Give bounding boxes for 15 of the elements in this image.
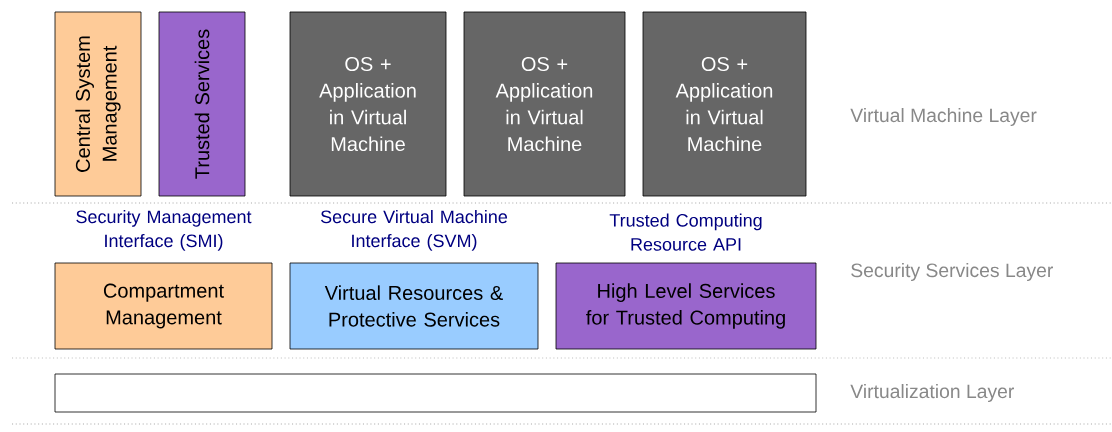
component-box: Virtual Resources & Protective Services [289,262,539,350]
interface-label: Trusted Computing Resource API [609,213,762,251]
component-box: Trusted Services [158,11,246,197]
layer-label: Security Services Layer [851,263,1053,281]
component-box: Compartment Management [54,262,273,350]
component-box: High Level Services for Trusted Computing [555,262,817,350]
layer-label: Virtual Machine Layer [850,108,1037,126]
component-box: Central System Management [54,11,142,197]
virtual-machine-box: OS + Application in Virtual Machine [642,11,807,197]
layer-label: Virtualization Layer [850,384,1014,402]
virtual-machine-box: OS + Application in Virtual Machine [463,11,626,197]
virtual-machine-box: OS + Application in Virtual Machine [289,11,447,197]
layer-box [54,373,817,413]
interface-label: Security Management Interface (SMI) [76,209,252,251]
interface-label: Secure Virtual Machine Interface (SVM) [320,209,508,251]
